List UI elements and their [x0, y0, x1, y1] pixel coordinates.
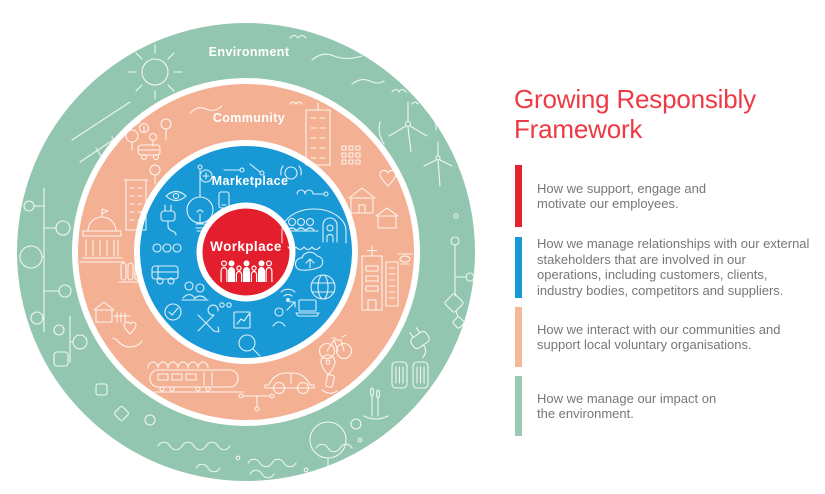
train-icon [149, 369, 245, 393]
plug-icon [160, 204, 177, 236]
wind-turbine-icon [378, 101, 458, 187]
heart-in-hand-icon [112, 321, 143, 348]
shape-icons [53, 351, 156, 426]
house-icon [348, 187, 399, 229]
workplace-color-bar [515, 165, 522, 227]
legend-item-workplace: How we support, engage and motivate our … [515, 165, 820, 227]
legend-item-text: How we manage our impact on the environm… [537, 390, 717, 422]
coil-icon [296, 189, 329, 197]
globe-icon [310, 274, 336, 300]
circuit-icon [238, 393, 275, 412]
team-icon [181, 281, 209, 301]
ring-label-environment: Environment [209, 45, 290, 59]
eye-icon [165, 190, 187, 202]
legend-item-text: How we manage relationships with our ext… [537, 236, 810, 298]
page-title: Growing Responsibly Framework [514, 84, 756, 144]
cloud-upload-icon [294, 251, 324, 271]
hand-phone-icon [321, 374, 338, 394]
circuit-icon [223, 163, 265, 176]
smartphone-icon [218, 191, 230, 209]
dots-icon [152, 243, 182, 253]
battery-icon [391, 361, 429, 389]
viaduct-icon [147, 361, 209, 369]
connected-tree-icon [19, 187, 88, 363]
van-icon [137, 144, 161, 161]
environment-ring-art [19, 34, 475, 479]
employees-icon [220, 260, 273, 283]
van-icon [151, 265, 179, 285]
heart-icon [379, 169, 397, 187]
legend-item-text: How we support, engage and motivate our … [537, 180, 707, 212]
field-lines [71, 101, 141, 163]
cloud-icon [311, 53, 385, 85]
capitol-building-icon [79, 208, 125, 263]
environment-color-bar [515, 376, 522, 436]
bicycle-icon [318, 334, 353, 360]
legend-item-marketplace: How we manage relationships with our ext… [515, 236, 820, 298]
alarm-icon [280, 165, 302, 180]
wrench-icon [197, 304, 220, 333]
bird-icon [289, 34, 419, 105]
helicopter-icon [397, 253, 413, 265]
hospital-icon [361, 245, 399, 311]
legend-item-text: How we interact with our communities and… [537, 321, 781, 353]
marketplace-ring-art [151, 163, 347, 357]
reeds-icon [363, 387, 389, 420]
framework-legend: How we support, engage and motivate our … [515, 165, 820, 445]
pillars-icon [118, 262, 144, 283]
community-ring-art [79, 101, 413, 412]
growth-chart-icon [233, 311, 251, 329]
circle-workplace [202, 208, 290, 296]
line-art [19, 34, 475, 479]
cloud-icon [189, 105, 223, 114]
bird-icon [289, 101, 303, 105]
growing-responsibly-diagram: Environment Community Marketplace Workpl… [17, 23, 475, 481]
wave-icon [157, 213, 459, 479]
ring-label-community: Community [213, 111, 285, 125]
lightbulb-icon [186, 164, 214, 232]
plug-icon [409, 327, 430, 359]
tree-icon [125, 118, 172, 185]
meeting-icon [281, 208, 347, 251]
framework-rings-svg: Environment Community Marketplace Workpl… [17, 23, 475, 481]
legend-item-environment: How we manage our impact on the environm… [515, 376, 820, 436]
office-building-icon [123, 179, 149, 231]
ring-label-marketplace: Marketplace [212, 174, 289, 188]
legend-item-community: How we interact with our communities and… [515, 307, 820, 367]
dots-icon [219, 302, 232, 308]
tree-icon [309, 418, 362, 477]
person-arrow-icon [272, 301, 296, 327]
check-icon [164, 303, 182, 321]
marketplace-color-bar [515, 236, 522, 298]
office-building-icon [305, 102, 361, 166]
circuit-icon [444, 236, 475, 329]
magnifier-icon [238, 334, 261, 357]
laptop-icon [295, 299, 320, 317]
community-color-bar [515, 307, 522, 367]
ring-label-workplace: Workplace [210, 239, 282, 254]
house-icon [93, 301, 131, 323]
car-icon [264, 372, 315, 395]
wifi-icon [280, 288, 296, 302]
sun-icon [127, 44, 183, 100]
